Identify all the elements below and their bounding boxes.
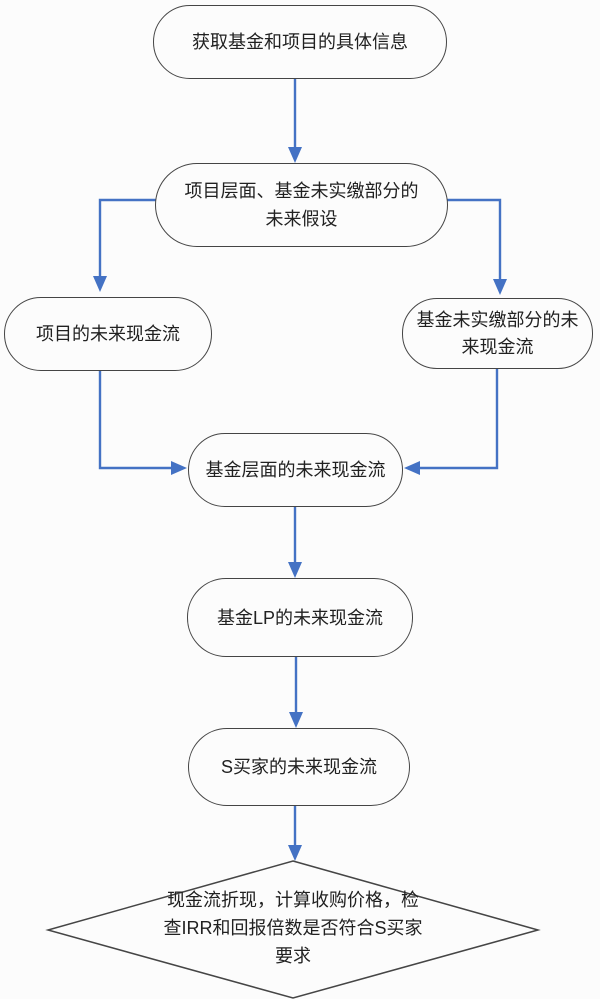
- flow-node-assumptions: 项目层面、基金未实缴部分的 未来假设: [155, 163, 448, 247]
- arrowhead-down-icon: [288, 562, 302, 578]
- flow-node-buyer-cashflow: S买家的未来现金流: [188, 728, 410, 806]
- flow-node-lp-cashflow: 基金LP的未来现金流: [187, 578, 413, 657]
- arrowhead-down-icon: [288, 147, 302, 163]
- arrowhead-down-icon: [288, 845, 302, 861]
- connector-project-fund: [98, 371, 172, 470]
- connector-assumptions-uncalled: [447, 198, 502, 280]
- flow-node-project-cashflow: 项目的未来现金流: [4, 297, 212, 371]
- flow-node-decision-label: 现金流折现，计算收购价格，检 查IRR和回报倍数是否符合S买家 要求: [163, 890, 423, 966]
- flow-node-fund-cashflow: 基金层面的未来现金流: [188, 433, 403, 507]
- arrowhead-down-icon: [493, 279, 507, 295]
- decision-diamond-shape: [45, 860, 541, 999]
- flow-node-uncalled-cashflow: 基金未实缴部分的未 来现金流: [402, 298, 593, 369]
- connector-uncalled-fund: [419, 369, 499, 470]
- arrowhead-down-icon: [289, 712, 303, 728]
- connector-assumptions-project: [98, 198, 156, 277]
- arrowhead-down-icon: [93, 276, 107, 292]
- flow-node-start: 获取基金和项目的具体信息: [153, 5, 447, 79]
- arrowhead-left-icon: [404, 461, 420, 475]
- arrowhead-right-icon: [171, 461, 187, 475]
